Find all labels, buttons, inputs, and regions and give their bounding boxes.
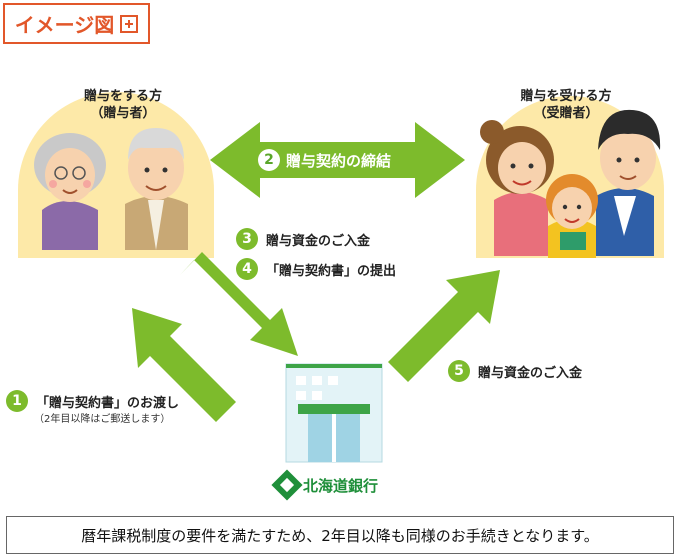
receiver-role: （受贈者） bbox=[533, 106, 599, 121]
step-1-number: 1 bbox=[6, 390, 28, 412]
map-figure-icon bbox=[120, 14, 139, 33]
grandfather-figure bbox=[125, 128, 188, 250]
step-4-label: 4 「贈与契約書」の提出 bbox=[236, 258, 396, 280]
step-1-label: 1 「贈与契約書」のお渡し bbox=[6, 390, 179, 412]
bank-logo-icon bbox=[271, 469, 303, 501]
step-5-text: 贈与資金のご入金 bbox=[478, 365, 583, 381]
father-figure bbox=[596, 109, 661, 256]
child-figure bbox=[546, 174, 598, 258]
step-3-label: 3 贈与資金のご入金 bbox=[236, 228, 370, 250]
bank-building-icon bbox=[285, 363, 383, 463]
receiver-title: 贈与を受ける方 bbox=[520, 89, 612, 104]
step-3-number: 3 bbox=[236, 228, 258, 250]
step-5-number: 5 bbox=[448, 360, 470, 382]
giver-role: （贈与者） bbox=[90, 106, 156, 121]
mother-figure bbox=[480, 120, 554, 256]
step-2-label: 2 贈与契約の締結 bbox=[258, 146, 391, 174]
giver-title: 贈与をする方 bbox=[83, 89, 162, 104]
bank-name-label: 北海道銀行 bbox=[271, 469, 379, 501]
step-2-text: 贈与契約の締結 bbox=[286, 151, 392, 170]
step-1-subtext: （2年目以降はご郵送します） bbox=[34, 414, 171, 425]
step-4-text: 「贈与契約書」の提出 bbox=[266, 263, 397, 279]
image-badge: イメージ図 bbox=[3, 3, 150, 44]
step-1-text: 「贈与契約書」のお渡し bbox=[36, 395, 180, 411]
step-4-number: 4 bbox=[236, 258, 258, 280]
step-5-label: 5 贈与資金のご入金 bbox=[448, 360, 582, 382]
receiver-heading: 贈与を受ける方 （受贈者） bbox=[504, 88, 628, 122]
step-2-number: 2 bbox=[258, 149, 280, 171]
bank-name-text: 北海道銀行 bbox=[303, 476, 379, 495]
step-3-text: 贈与資金のご入金 bbox=[266, 233, 371, 249]
giver-heading: 贈与をする方 （贈与者） bbox=[68, 88, 178, 122]
grandmother-figure bbox=[34, 133, 106, 250]
footer-note: 暦年課税制度の要件を満たすため、2年目以降も同様のお手続きとなります。 bbox=[6, 516, 674, 554]
badge-label: イメージ図 bbox=[14, 13, 115, 37]
